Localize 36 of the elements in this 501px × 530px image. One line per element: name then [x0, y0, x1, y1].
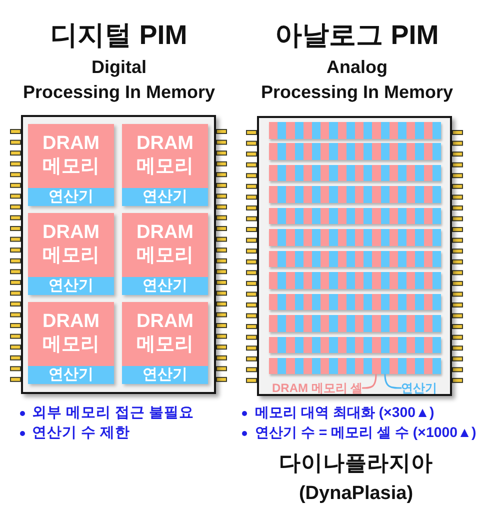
leader-line: [384, 374, 402, 389]
chip-name: 다이나플라지아: [279, 450, 433, 477]
bullet-text: 외부 메모리 접근 불필요: [32, 404, 194, 422]
callout-label: DRAM 메모리 셀: [272, 381, 363, 395]
compute-band: 연산기: [28, 366, 114, 384]
chip-name: (DynaPlasia): [298, 482, 414, 506]
subtitle: Analog: [326, 56, 388, 78]
memory-block: [122, 302, 208, 384]
block-label: DRAM 메모리: [136, 310, 194, 356]
block-label: DRAM 메모리: [42, 132, 100, 178]
compute-band: 연산기: [122, 277, 208, 295]
chip-box: [21, 115, 216, 394]
bullet-text: 메모리 대역 최대화 (×300▲): [255, 404, 434, 422]
memory-block: [28, 124, 114, 206]
compute-band: 연산기: [28, 277, 114, 295]
block-label: DRAM 메모리: [136, 221, 194, 267]
heading: 아날로그 PIM: [275, 18, 439, 52]
chip-box: [257, 116, 452, 396]
memory-block: [122, 213, 208, 295]
heading: 디지털 PIM: [50, 18, 188, 52]
bullet-text: 연산기 수 = 메모리 셀 수 (×1000▲): [255, 424, 476, 442]
compute-band: 연산기: [28, 188, 114, 206]
memory-block: [28, 213, 114, 295]
memory-block: [28, 302, 114, 384]
bullet-text: 연산기 수 제한: [32, 424, 130, 442]
compute-band: 연산기: [122, 366, 208, 384]
block-label: DRAM 메모리: [136, 132, 194, 178]
block-label: DRAM 메모리: [42, 310, 100, 356]
compute-band: 연산기: [122, 188, 208, 206]
callout-label: 연산기: [401, 381, 437, 395]
subtitle: Processing In Memory: [260, 80, 454, 104]
block-label: DRAM 메모리: [42, 221, 100, 267]
leader-line: [362, 374, 377, 389]
subtitle: Processing In Memory: [22, 80, 216, 104]
subtitle: Digital: [92, 56, 146, 78]
memory-block: [122, 124, 208, 206]
